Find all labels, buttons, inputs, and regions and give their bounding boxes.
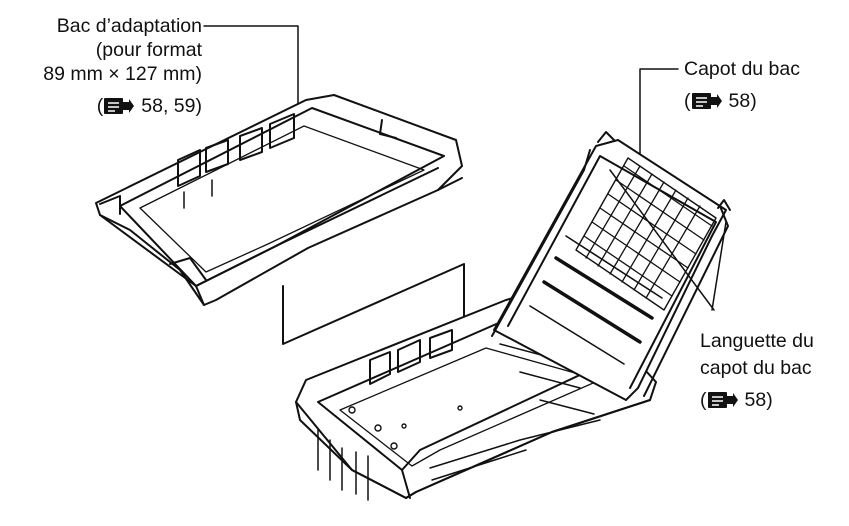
page-reference-icon-svg	[707, 392, 738, 408]
label-tab-line1: Languette du	[700, 330, 814, 352]
label-adapter-line1: Bac d’adaptation	[56, 15, 202, 37]
page-reference-icon	[103, 97, 135, 115]
label-tab-ref: ( 58)	[700, 388, 814, 412]
label-cover-line1: Capot du bac	[684, 58, 801, 80]
label-cover-ref: ( 58)	[684, 89, 800, 113]
page-reference-icon	[691, 92, 723, 110]
label-adapter-line3: 89 mm × 127 mm)	[43, 63, 202, 85]
tray-cover-illustration	[491, 131, 731, 401]
label-tab-line2: capot du bac	[700, 357, 812, 379]
ref-open-paren: (	[700, 389, 707, 411]
leader-lines	[203, 25, 727, 311]
label-adapter-ref: ( 58, 59)	[43, 94, 202, 118]
leader-tab-1	[609, 169, 715, 311]
ref-pages: 58)	[744, 389, 773, 411]
ref-open-paren: (	[96, 95, 104, 117]
label-tray-cover: Capot du bac ( 58)	[684, 57, 800, 113]
adapter-tray-illustration	[95, 94, 463, 306]
label-tray-cover-tab: Languette du capot du bac ( 58)	[700, 329, 814, 412]
page-reference-icon	[707, 391, 739, 409]
label-adapter-tray: Bac d’adaptation (pour format 89 mm × 12…	[43, 14, 202, 118]
page-reference-icon-svg	[691, 93, 722, 109]
page-reference-icon-svg	[104, 98, 135, 114]
leader-tab-2	[711, 221, 727, 311]
leader-cover	[639, 68, 679, 155]
ref-pages: 58)	[728, 90, 757, 112]
leader-adapter	[203, 25, 299, 105]
ref-open-paren: (	[684, 90, 691, 112]
ref-pages: 58, 59)	[141, 95, 202, 117]
label-adapter-line2: (pour format	[95, 39, 202, 61]
